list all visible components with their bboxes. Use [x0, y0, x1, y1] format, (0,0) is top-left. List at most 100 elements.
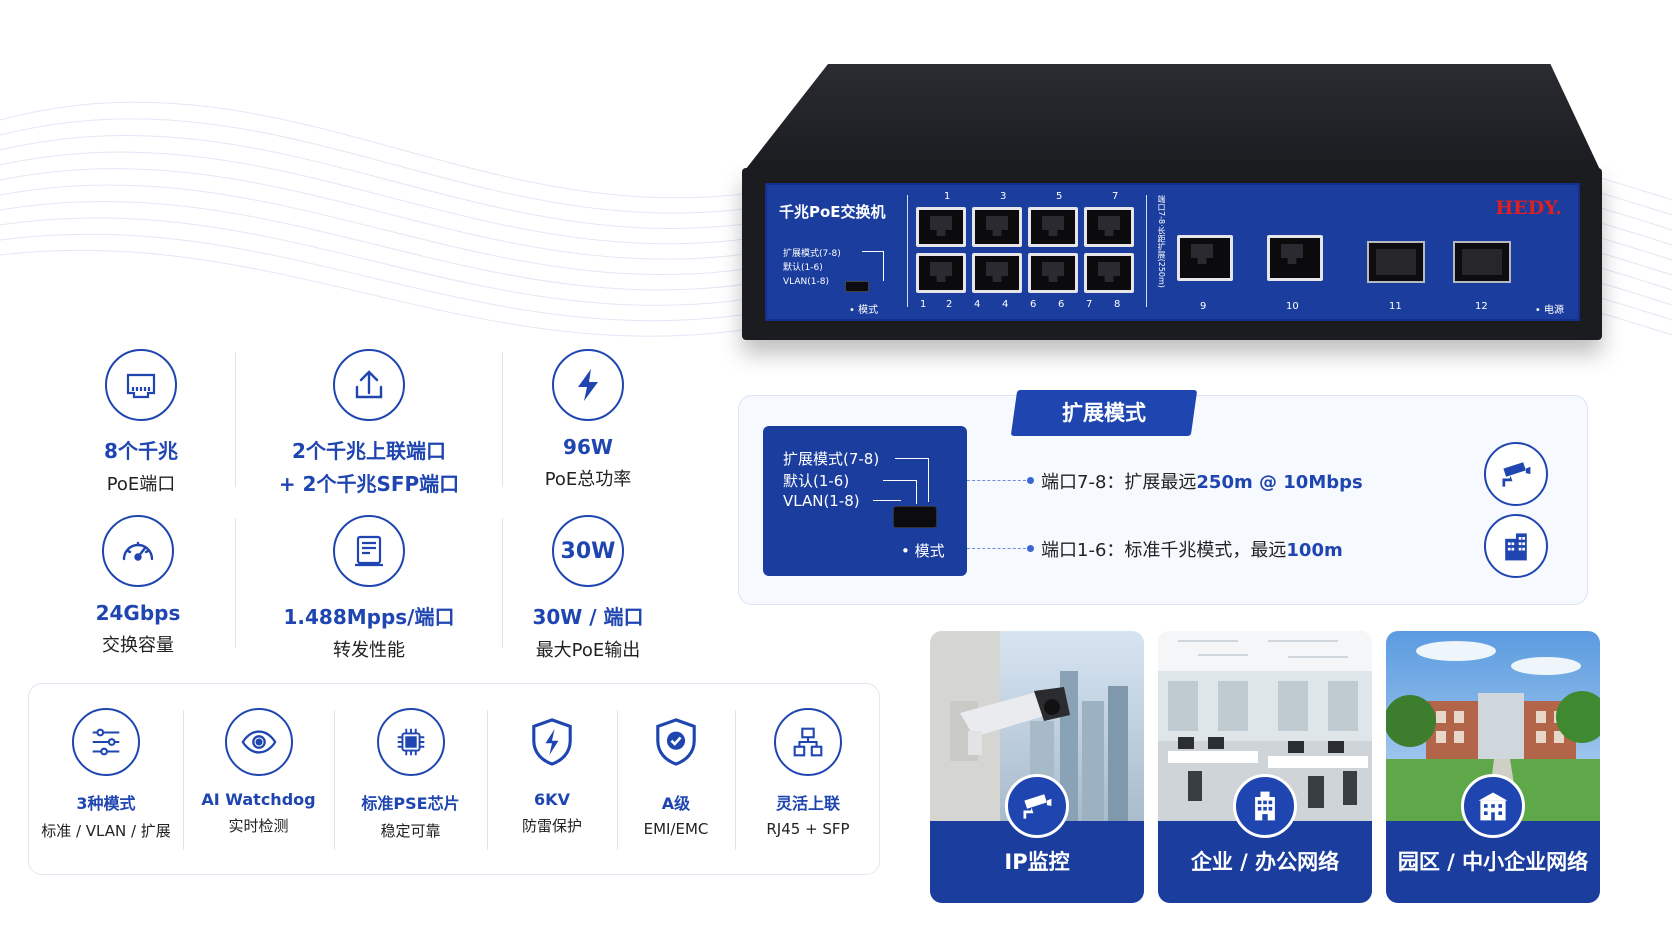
brand-logo: HEDY.: [1495, 197, 1562, 219]
expansion-title: 扩展模式: [1010, 390, 1198, 436]
rj45-port-7: [1084, 207, 1134, 247]
expansion-mode-card: 扩展模式 扩展模式(7-8) 默认(1-6) VLAN(1-8) • 模式 端口…: [738, 390, 1588, 605]
bar-feature-subtitle: 实时检测: [228, 817, 289, 835]
uplink-label: 10: [1286, 301, 1299, 312]
bar-feature-uplink: 灵活上联 RJ45 + SFP: [735, 684, 881, 838]
eye-icon: [224, 708, 293, 776]
feature-subtitle: 转发性能: [333, 640, 405, 661]
feature-title: 96W: [563, 435, 613, 459]
feature-bar: 3种模式 标准 / VLAN / 扩展 AI Watchdog 实时检测 标准P…: [28, 683, 880, 875]
connector-dot: [1027, 545, 1034, 552]
feature-subtitle: PoE端口: [106, 474, 176, 495]
document-icon: [333, 515, 405, 587]
connector-line: [967, 480, 1031, 481]
shield-check-icon: [642, 708, 710, 776]
feature-subtitle: 交换容量: [102, 635, 174, 656]
feature-total-poe: 96W PoE总功率: [478, 349, 698, 491]
cctv-icon: [1484, 442, 1548, 506]
bar-feature-title: 灵活上联: [775, 794, 840, 813]
bar-feature-watchdog: AI Watchdog 实时检测: [183, 684, 334, 836]
expansion-title-text: 扩展模式: [1062, 401, 1146, 425]
uplink-label: 11: [1389, 301, 1402, 312]
rj45-port-1: [916, 207, 966, 247]
campus-building-icon: [1461, 774, 1525, 838]
panel-mode-label: • 模式: [849, 305, 879, 316]
divider: [502, 352, 503, 487]
bar-feature-title: 3种模式: [76, 794, 136, 813]
rj45-port-5: [1028, 207, 1078, 247]
divider: [502, 518, 503, 648]
shield-lightning-icon: [518, 708, 586, 776]
app-card-title: 园区 / 中小企业网络: [1397, 850, 1589, 874]
expansion-line-text: 端口1-6：标准千兆模式，最远: [1041, 540, 1287, 561]
bar-feature-subtitle: EMI/EMC: [643, 820, 709, 838]
speedometer-icon: [102, 515, 174, 587]
switch-front-panel: 千兆PoE交换机 扩展模式(7-8) 默认(1-6) VLAN(1-8) • 模…: [765, 183, 1580, 321]
cctv-icon: [1005, 774, 1069, 838]
feature-max-poe-output: 30W 30W / 端口 最大PoE输出: [478, 515, 698, 662]
feature-title: 24Gbps: [95, 601, 181, 625]
expansion-line-ports-7-8: 端口7-8：扩展最远250m @ 10Mbps: [1041, 468, 1363, 494]
app-card-ip-surveillance[interactable]: IP监控: [930, 631, 1144, 903]
feature-poe-ports: 8个千兆 PoE端口: [31, 349, 251, 496]
ethernet-port-icon: [105, 349, 177, 421]
expansion-line-text: 端口7-8：扩展最远: [1041, 472, 1197, 493]
app-card-title: IP监控: [1004, 850, 1070, 874]
bar-feature-title: AI Watchdog: [201, 790, 316, 809]
bar-feature-pse-chip: 标准PSE芯片 稳定可靠: [334, 684, 487, 841]
divider: [235, 352, 236, 487]
divider: [235, 518, 236, 648]
port-number-bottom: 7: [1086, 299, 1093, 310]
feature-title: 8个千兆: [104, 439, 178, 463]
divider: [487, 710, 488, 850]
bar-feature-surge: 6KV 防雷保护: [487, 684, 617, 836]
mode-switch-label: • 模式: [901, 542, 945, 560]
panel-mode-bracket: [862, 251, 884, 281]
feature-title: 2个千兆上联端口: [292, 439, 446, 463]
panel-mode-switch[interactable]: [845, 281, 869, 292]
connector-line: [967, 548, 1031, 549]
building-icon: [1484, 514, 1548, 578]
feature-switching-capacity: 24Gbps 交换容量: [28, 515, 248, 657]
feature-subtitle: PoE总功率: [544, 469, 632, 490]
port-number-bottom: 4: [974, 299, 981, 310]
app-card-title: 企业 / 办公网络: [1190, 850, 1340, 874]
mode-bracket: [873, 500, 901, 510]
port-number-top: 3: [1000, 191, 1007, 202]
divider: [183, 710, 184, 850]
feature-uplink-ports: 2个千兆上联端口 + 2个千兆SFP端口: [259, 349, 479, 497]
rj45-port-4: [972, 253, 1022, 293]
panel-mode-default: 默认(1-6): [783, 263, 823, 273]
bar-feature-subtitle: 标准 / VLAN / 扩展: [41, 822, 171, 840]
bar-feature-title: 标准PSE芯片: [361, 794, 460, 813]
uplink-label: 12: [1475, 301, 1488, 312]
expansion-line-highlight: 250m @ 10Mbps: [1196, 472, 1363, 493]
switch-top-cover: [742, 64, 1602, 174]
network-icon: [774, 708, 842, 776]
feature-title: 30W / 端口: [532, 605, 644, 629]
power-indicator-label: • 电源: [1534, 305, 1564, 316]
uplink-label: 9: [1200, 301, 1207, 312]
port-number-bottom: 8: [1114, 299, 1121, 310]
bar-feature-title: 6KV: [534, 790, 570, 809]
panel-mode-vlan: VLAN(1-8): [783, 277, 829, 287]
lightning-icon: [552, 349, 624, 421]
mode-extend-label: 扩展模式(7-8): [783, 450, 880, 468]
app-card-campus-sme[interactable]: 园区 / 中小企业网络: [1386, 631, 1600, 903]
panel-title: 千兆PoE交换机: [779, 203, 886, 221]
panel-mode-labels: 扩展模式(7-8) 默认(1-6) VLAN(1-8): [783, 247, 841, 289]
rj45-port-6: [1028, 253, 1078, 293]
feature-subtitle: + 2个千兆SFP端口: [278, 472, 460, 496]
rj45-port-8: [1084, 253, 1134, 293]
app-card-enterprise-office[interactable]: 企业 / 办公网络: [1158, 631, 1372, 903]
port-number-bottom: 1: [920, 299, 927, 310]
divider: [334, 710, 335, 850]
bar-feature-subtitle: RJ45 + SFP: [766, 820, 850, 838]
mode-vlan-label: VLAN(1-8): [783, 492, 860, 510]
feature-forwarding-rate: 1.488Mpps/端口 转发性能: [259, 515, 479, 662]
rj45-uplink-10: [1267, 235, 1323, 281]
mode-bracket: [883, 480, 917, 504]
rj45-port-2: [916, 253, 966, 293]
mode-switch[interactable]: [893, 506, 937, 528]
connector-dot: [1027, 477, 1034, 484]
